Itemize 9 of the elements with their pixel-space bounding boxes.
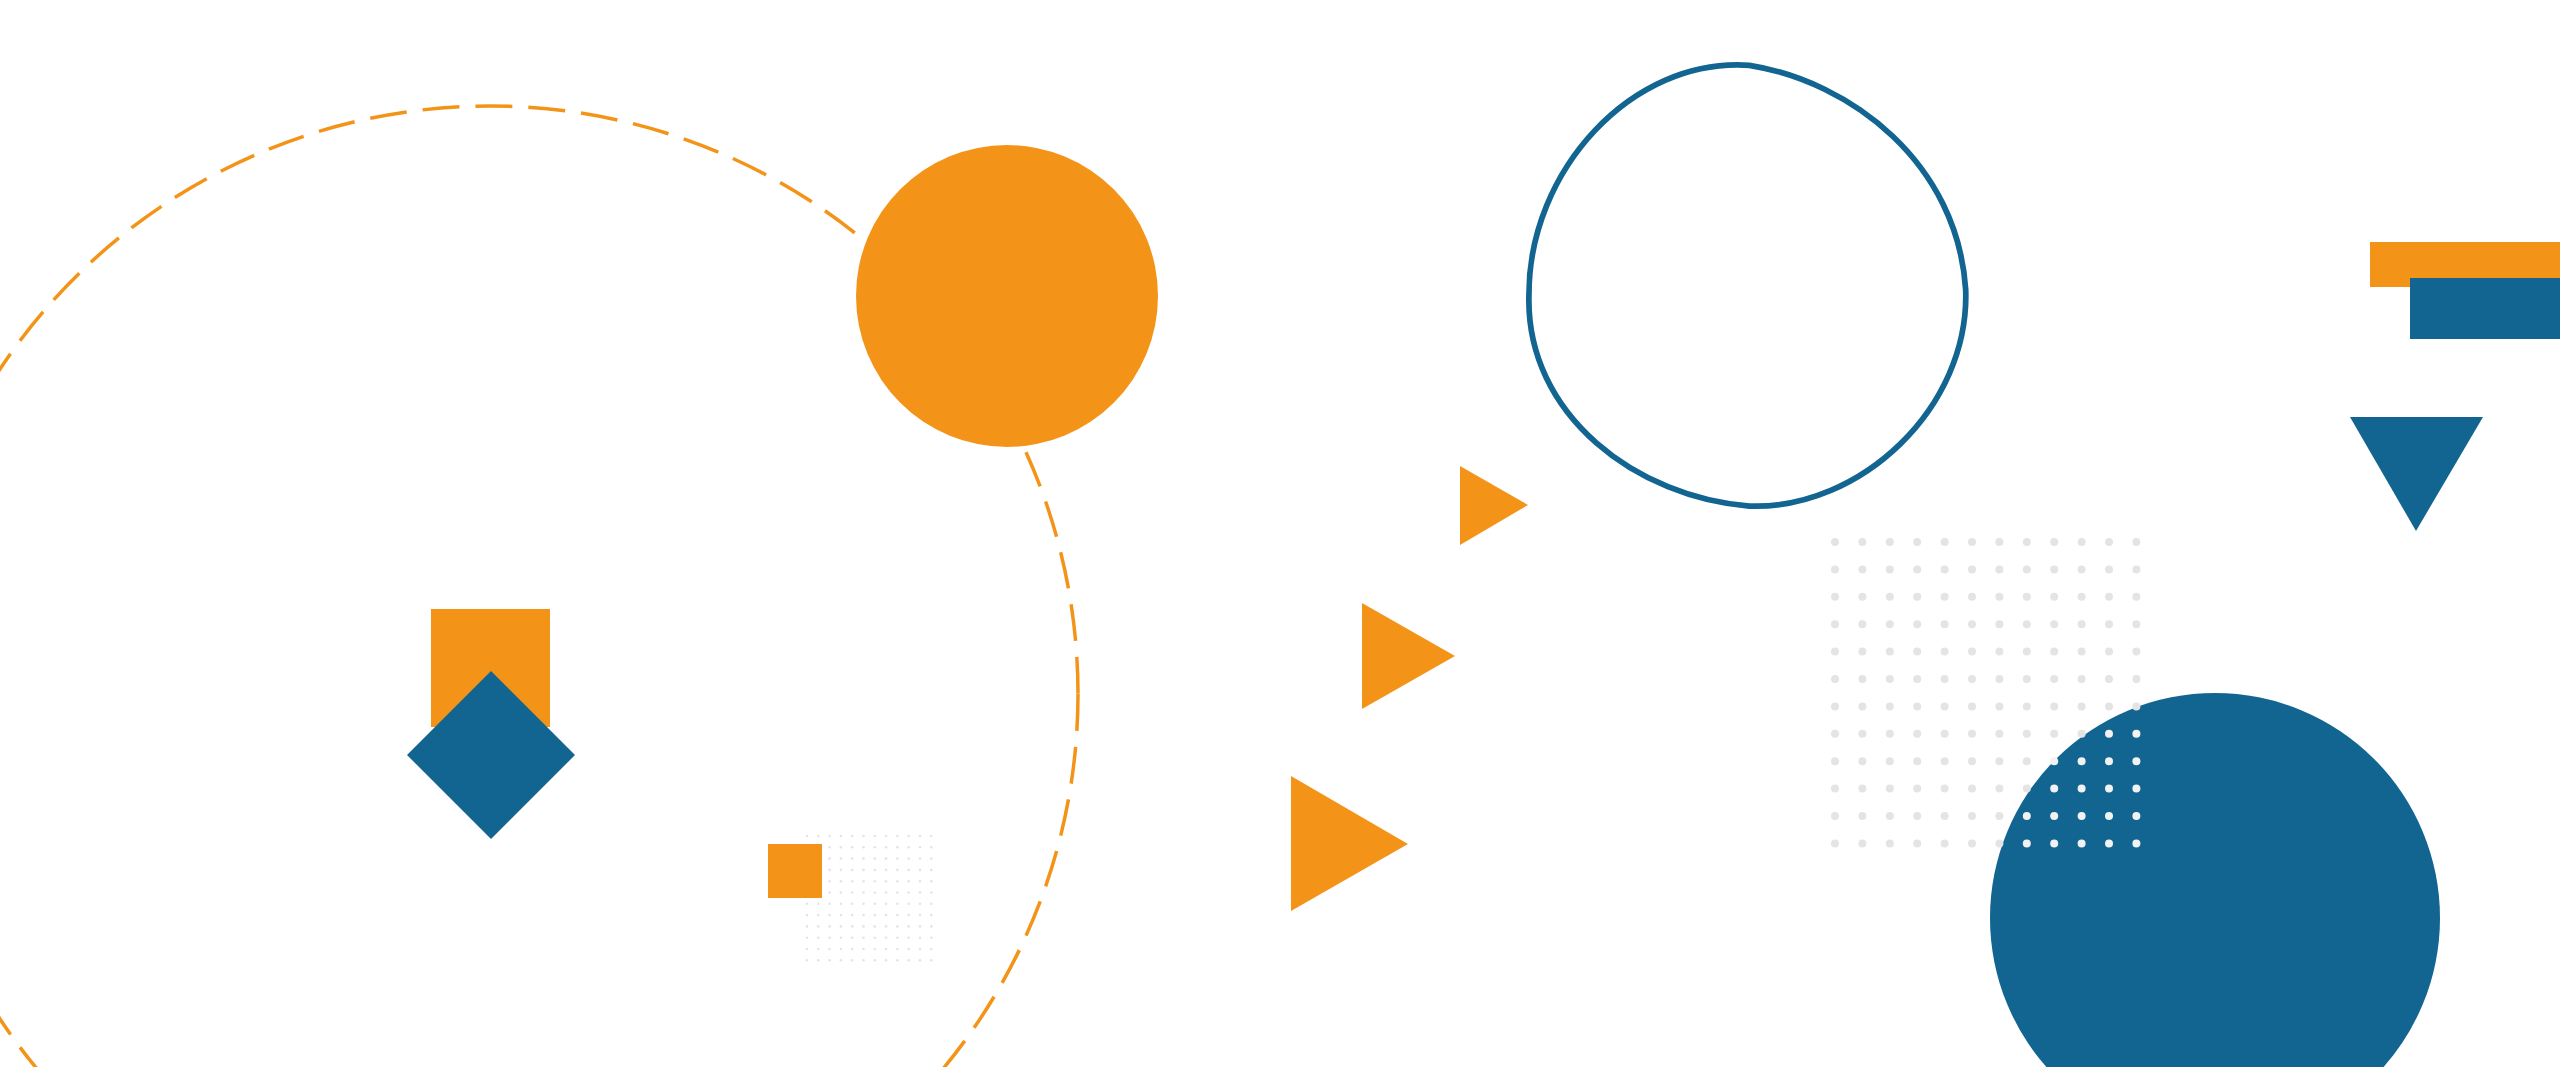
filled-triangle bbox=[1362, 603, 1455, 709]
filled-circle bbox=[856, 145, 1158, 447]
filled-square bbox=[768, 844, 822, 898]
blob-outline bbox=[1526, 62, 1969, 509]
filled-bar bbox=[2410, 278, 2560, 339]
filled-diamond bbox=[407, 671, 575, 839]
filled-triangle bbox=[1460, 466, 1528, 545]
filled-triangle bbox=[2350, 417, 2483, 531]
filled-triangle bbox=[1291, 776, 1408, 911]
